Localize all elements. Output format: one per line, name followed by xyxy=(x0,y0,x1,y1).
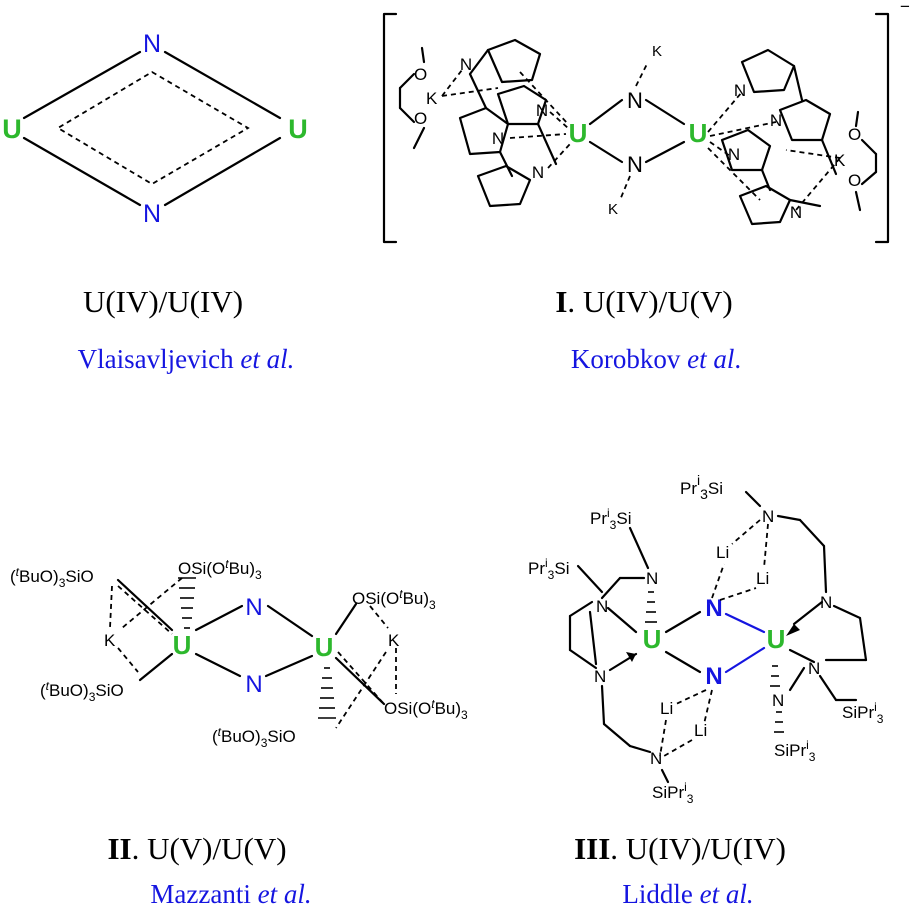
svg-text:O: O xyxy=(414,109,427,128)
bond xyxy=(22,136,142,207)
svg-text:N: N xyxy=(728,145,740,164)
bracket-right xyxy=(874,12,890,244)
bond xyxy=(163,50,282,120)
atom-li: Li xyxy=(716,543,729,562)
bond xyxy=(194,652,242,678)
svg-text:N: N xyxy=(772,691,784,710)
caption-d: III. U(IV)/U(IV) Liddle et al. xyxy=(574,831,786,909)
silyl-label: SiPri3 xyxy=(842,700,884,726)
atom-n: N xyxy=(245,671,262,698)
bond xyxy=(588,98,624,126)
svg-text:K: K xyxy=(834,151,846,170)
author-credit: Liddle et al. xyxy=(622,879,753,909)
atom-li: Li xyxy=(694,721,707,740)
atom-n: N xyxy=(762,507,774,526)
svg-text:N: N xyxy=(820,593,832,612)
svg-text:O: O xyxy=(848,125,861,144)
svg-text:N: N xyxy=(770,111,782,130)
panel-b-structure: − N N K K U U N N N N xyxy=(382,0,910,244)
caption-c: II. U(V)/U(V) Mazzanti et al. xyxy=(107,831,311,909)
ligand-label: OSi(OtBu)3 xyxy=(352,587,436,612)
atom-k: K xyxy=(652,43,662,60)
atom-n: N xyxy=(705,595,722,622)
atom-k: K xyxy=(608,201,618,218)
svg-text:N: N xyxy=(532,163,544,182)
svg-text:N: N xyxy=(650,749,662,768)
bond xyxy=(644,98,686,126)
oxidation-label: II. U(V)/U(V) xyxy=(107,831,286,866)
bond xyxy=(194,604,244,632)
atom-u: U xyxy=(569,118,588,148)
inner-dashed-rhombus xyxy=(56,70,250,186)
atom-n: N xyxy=(143,200,161,228)
atom-n: N xyxy=(245,594,262,621)
atom-k: K xyxy=(388,631,400,650)
panel-d-structure: N N U U Li Li Li Li N Pri3Si N N Si xyxy=(528,472,884,806)
panel-c-structure: N N U U K xyxy=(10,557,468,750)
bond xyxy=(664,610,702,634)
oxidation-label: I. U(IV)/U(V) xyxy=(555,284,732,319)
svg-text:N: N xyxy=(808,659,820,678)
atom-n: N xyxy=(705,663,722,690)
atom-u: U xyxy=(173,630,192,660)
atom-li: Li xyxy=(756,569,769,588)
panel-a-rhombus: N N U U xyxy=(2,30,308,228)
ligand-label: OSi(OtBu)3 xyxy=(384,697,468,722)
svg-text:N: N xyxy=(734,81,746,100)
ligand-label: OSi(OtBu)3 xyxy=(178,557,262,582)
svg-text:N: N xyxy=(460,55,472,74)
atom-n: N xyxy=(627,88,643,113)
author-credit: Mazzanti et al. xyxy=(150,879,311,909)
caption-a: U(IV)/U(IV) Vlaisavljevich et al. xyxy=(78,284,295,374)
atom-k: K xyxy=(104,631,116,650)
silyl-label: Pri3Si xyxy=(528,556,569,582)
author-credit: Vlaisavljevich et al. xyxy=(78,344,295,374)
atom-u: U xyxy=(2,114,22,144)
atom-li: Li xyxy=(660,699,673,718)
bond xyxy=(664,650,702,674)
atom-u: U xyxy=(689,118,708,148)
left-pyrrole-ligand: N N N N K O O xyxy=(398,38,571,208)
ligand-label: (tBuO)3SiO xyxy=(40,679,124,704)
silyl-label: Pri3Si xyxy=(680,472,723,502)
atom-n: N xyxy=(627,152,643,177)
bond xyxy=(22,50,142,120)
svg-text:N: N xyxy=(646,569,658,588)
svg-text:O: O xyxy=(848,171,861,190)
svg-text:N: N xyxy=(790,203,802,222)
svg-text:N: N xyxy=(492,129,504,148)
bond xyxy=(724,612,766,634)
n-k-contact xyxy=(635,61,649,87)
oxidation-label: III. U(IV)/U(IV) xyxy=(574,831,786,866)
svg-text:O: O xyxy=(414,65,427,84)
oxidation-label: U(IV)/U(IV) xyxy=(83,284,243,319)
atom-u: U xyxy=(315,632,334,662)
bond xyxy=(724,646,766,674)
svg-text:K: K xyxy=(426,89,438,108)
caption-b: I. U(IV)/U(V) Korobkov et al. xyxy=(555,284,741,374)
bond xyxy=(644,140,686,164)
svg-text:N: N xyxy=(536,101,548,120)
charge: − xyxy=(900,0,910,16)
n-k-contact xyxy=(619,175,631,201)
atom-u: U xyxy=(643,624,662,654)
svg-text:N: N xyxy=(594,667,606,686)
ligand-label: (tBuO)3SiO xyxy=(212,725,296,750)
silyl-label: SiPri3 xyxy=(652,780,694,806)
right-pyrrole-ligand: N N N N K O O xyxy=(707,48,878,226)
silyl-label: SiPri3 xyxy=(774,738,816,764)
bond xyxy=(264,654,314,678)
atom-u: U xyxy=(288,114,308,144)
silyl-label: Pri3Si xyxy=(590,506,631,532)
author-credit: Korobkov et al. xyxy=(571,344,741,374)
bond xyxy=(266,604,314,638)
bracket-left xyxy=(382,12,398,244)
bond xyxy=(163,136,282,207)
ligand-label: (tBuO)3SiO xyxy=(10,565,94,590)
bond xyxy=(588,140,624,164)
atom-u: U xyxy=(767,624,786,654)
atom-n: N xyxy=(143,30,161,58)
svg-text:N: N xyxy=(596,597,608,616)
